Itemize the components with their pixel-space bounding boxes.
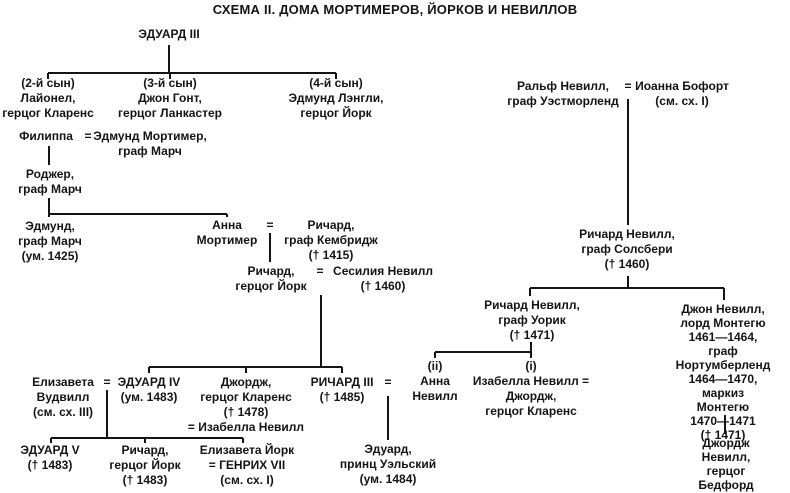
marriage-equals-edward4: = [103,375,111,389]
person-philippa: Филиппа [19,129,73,143]
person-john-neville-montagu: Джон Невилл, лорд Монтегю 1461—1464, гра… [675,302,771,442]
person-edward-prince-of-wales: Эдуард, принц Уэльский (ум. 1484) [339,442,437,486]
person-anne-neville: (ii) Анна Невилл [412,359,458,403]
connector-edward3-children [47,45,337,79]
connector-york-children [148,295,343,373]
person-george-clarence: Джордж, герцог Кларенс († 1478) = Изабел… [187,375,305,434]
marriage-equals-york: = [316,264,324,278]
person-richard-duke-of-york: Ричард, герцог Йорк [235,264,307,293]
chart-title: СХЕМА II. ДОМА МОРТИМЕРОВ, ЙОРКОВ И НЕВИ… [212,2,578,17]
person-lionel-clarence: (2-й сын) Лайонел, герцог Кларенс [2,76,94,120]
person-joan-beaufort: Иоанна Бофорт (см. сх. I) [635,79,729,108]
person-elizabeth-woodville: Елизавета Вудвилл (см. сх. III) [32,375,94,419]
person-edward-iv: ЭДУАРД IV (ум. 1483) [117,375,181,404]
person-richard-cambridge: Ричард, граф Кембридж († 1415) [284,218,378,262]
person-edward-v: ЭДУАРД V († 1483) [20,443,80,472]
person-isabella-neville: (i) Изабелла Невилл = Джордж, герцог Кла… [472,359,590,418]
person-roger-march: Роджер, граф Марч [18,167,82,196]
person-edmund-mortimer: Эдмунд Мортимер, граф Марч [93,129,207,158]
marriage-equals-ralph: = [624,79,632,93]
person-elizabeth-of-york: Елизавета Йорк = ГЕНРИХ VII (см. сх. I) [199,443,295,487]
person-anna-mortimer: Анна Мортимер [196,218,258,247]
person-cecily-neville: Сесилия Невилл († 1460) [333,264,433,293]
connector-edward4-children [50,390,244,443]
person-richard-duke-of-york-junior: Ричард, герцог Йорк († 1483) [109,443,181,487]
person-edward-iii: ЭДУАРД III [138,27,200,41]
marriage-equals-anna: = [266,218,274,232]
person-ralph-neville: Ральф Невилл, граф Уэстморленд [507,79,619,108]
marriage-equals-philippa: = [84,129,92,143]
person-george-neville-bedford: Джордж Невилл, герцог Бедфорд 1470—1478 … [698,436,754,493]
person-edmund-march: Эдмунд, граф Марч (ум. 1425) [18,219,82,263]
connector-roger-children [48,198,228,217]
connector-salisbury-children [529,276,725,300]
person-john-gaunt: (3-й сын) Джон Гонт, герцог Ланкастер [118,76,222,120]
connector-warwick-daughters [434,342,532,358]
marriage-equals-richard3: = [384,375,392,389]
person-richard-warwick: Ричард Невилл, граф Уорик († 1471) [484,298,580,342]
person-richard-salisbury: Ричард Невилл, граф Солсбери († 1460) [579,227,675,271]
person-richard-iii: РИЧАРД III († 1485) [310,375,374,404]
person-edmund-langley: (4-й сын) Эдмунд Лэнгли, герцог Йорк [288,76,384,120]
